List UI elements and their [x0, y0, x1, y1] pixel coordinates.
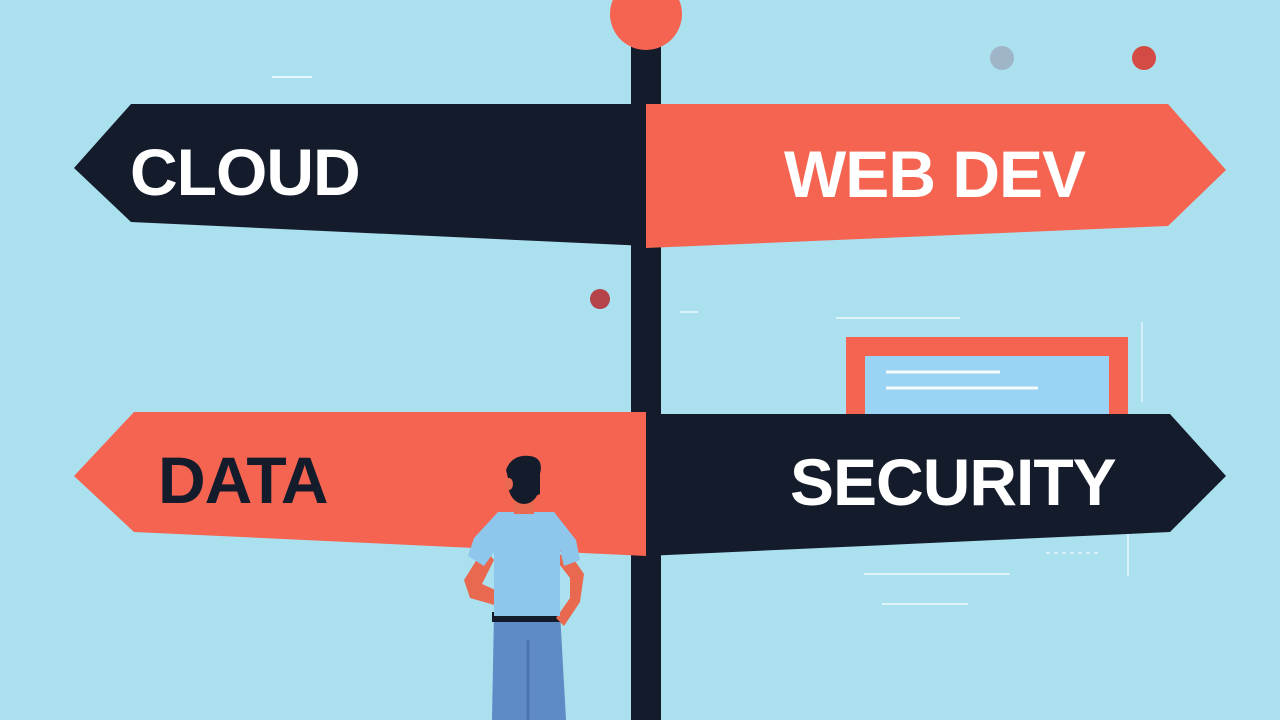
sign-web-dev: WEB DEV: [646, 104, 1226, 248]
sign-cloud-board: [74, 104, 646, 246]
sign-web-dev-board: [646, 104, 1226, 248]
decor-dot-red: [1132, 46, 1156, 70]
sign-cloud-label: CLOUD: [130, 135, 360, 209]
person-left-arm: [464, 548, 500, 606]
person-ear: [505, 478, 513, 490]
sign-security: SECURITY: [646, 414, 1226, 556]
person-figure: [464, 455, 584, 720]
sign-web-dev-label: WEB DEV: [784, 137, 1086, 211]
browser-window-graphic: [846, 337, 1128, 427]
sign-security-label: SECURITY: [790, 445, 1116, 519]
sign-cloud: CLOUD: [74, 104, 646, 246]
person-belt: [492, 612, 560, 622]
person-shirt: [468, 512, 580, 616]
background-decorations: [272, 46, 1156, 605]
decor-dot-gray: [990, 46, 1014, 70]
person-right-arm: [556, 548, 584, 626]
signpost-cap: [610, 0, 682, 50]
person-hair: [506, 455, 541, 497]
sign-security-board: [646, 414, 1226, 556]
sign-data-label: DATA: [158, 443, 328, 517]
decor-dot-maroon: [590, 289, 610, 309]
